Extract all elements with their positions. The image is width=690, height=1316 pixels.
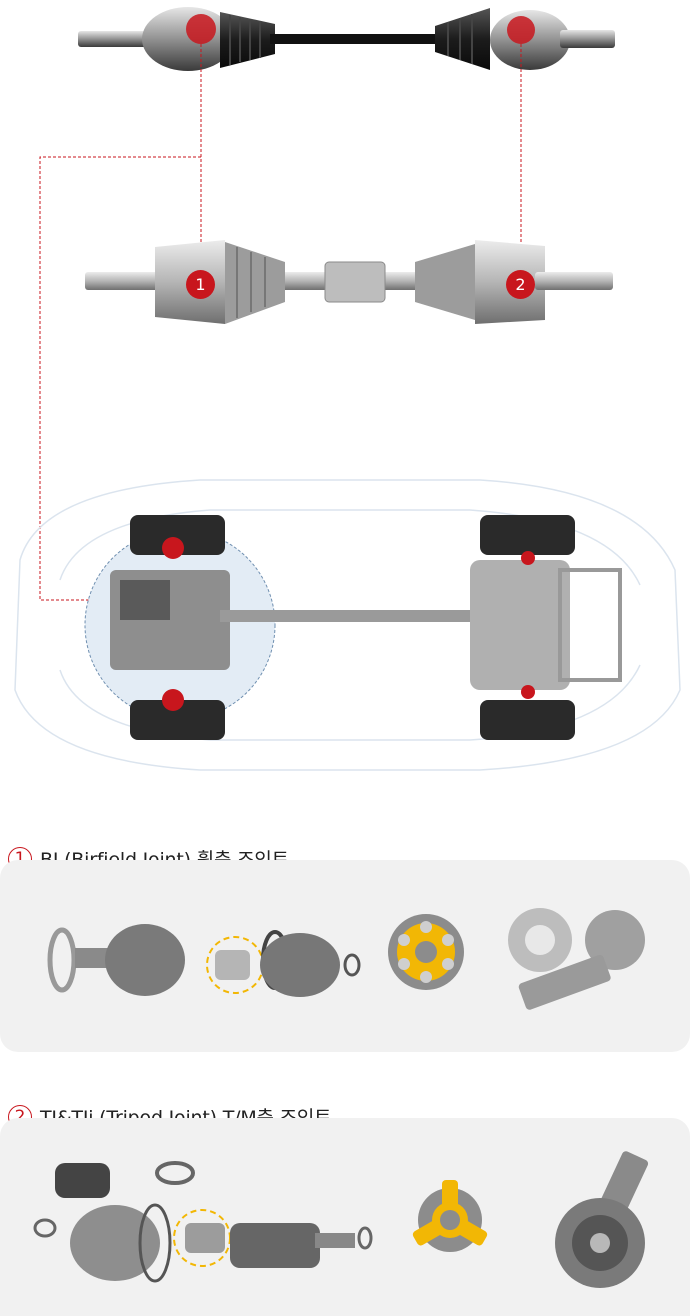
joint-highlight-2 [507, 16, 535, 44]
chassis-diagram [14, 479, 681, 771]
bj-cage-icon [388, 914, 464, 990]
callout-lines [39, 44, 522, 601]
marker-2: 2 [506, 270, 535, 299]
tj-panel [0, 1118, 690, 1316]
marker-1: 1 [186, 270, 215, 299]
joint-highlight-1 [186, 14, 216, 44]
tj-spider-icon [412, 1180, 488, 1252]
bj-panel [0, 860, 690, 1052]
bj-joint-photo [508, 908, 645, 1010]
tj-joint-photo [555, 1151, 649, 1288]
bj-exploded-view [47, 924, 361, 997]
tj-exploded-view [33, 1161, 373, 1283]
cutaway-shaft-photo [85, 240, 613, 324]
